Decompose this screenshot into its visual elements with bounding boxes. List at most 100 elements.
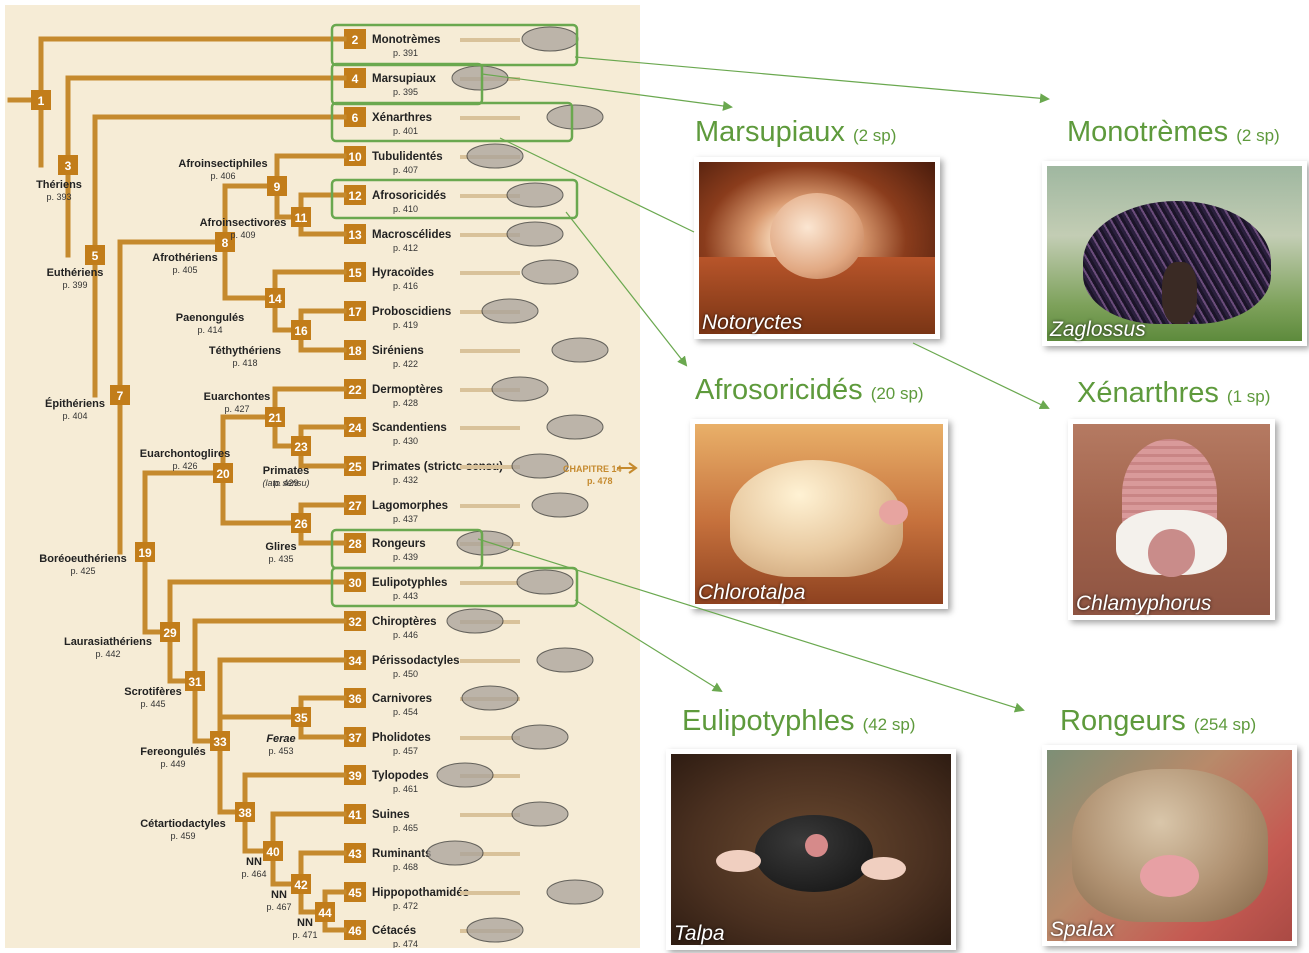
taxon-bar — [460, 813, 520, 817]
node-number: 26 — [294, 517, 308, 531]
taxon-page: p. 407 — [393, 165, 418, 175]
animal-illustration-icon — [437, 763, 493, 787]
taxon-name: Lagomorphes — [372, 500, 448, 512]
taxon-bar — [460, 581, 520, 585]
animal-illustration-icon — [552, 338, 608, 362]
photo-card-zaglossus: Zaglossus — [1042, 161, 1307, 346]
genus-caption: Notoryctes — [702, 311, 802, 335]
group-title-marsupiaux: Marsupiaux (2 sp) — [695, 116, 896, 149]
group-title-xenarthres: Xénarthres (1 sp) — [1077, 377, 1270, 410]
species-count: (254 sp) — [1194, 715, 1256, 734]
taxon-page: p. 395 — [393, 87, 418, 97]
taxon-number: 46 — [348, 924, 362, 938]
taxon-name: Tubulidentés — [372, 151, 443, 163]
photo-notoryctes — [699, 162, 935, 334]
animal-illustration-icon — [532, 493, 588, 517]
clade-page: p. 435 — [268, 554, 293, 564]
taxon-name: Eulipotyphles — [372, 577, 447, 589]
taxon-page: p. 439 — [393, 552, 418, 562]
taxon-number: 39 — [348, 769, 362, 783]
taxon-page: p. 474 — [393, 939, 418, 948]
group-title-rongeurs: Rongeurs (254 sp) — [1060, 705, 1256, 738]
group-title-eulipotyphles: Eulipotyphles (42 sp) — [682, 705, 915, 738]
genus-caption: Talpa — [674, 922, 725, 946]
animal-illustration-icon — [547, 880, 603, 904]
species-count: (20 sp) — [871, 384, 924, 403]
group-name: Eulipotyphles — [682, 705, 855, 737]
taxon-name: Hyracoïdes — [372, 267, 434, 279]
taxon-number: 36 — [348, 692, 362, 706]
group-name: Monotrèmes — [1067, 116, 1228, 148]
clade-page: p. 418 — [232, 358, 257, 368]
clade-name: Primates — [263, 465, 309, 477]
taxon-page: p. 450 — [393, 669, 418, 679]
clade-name: NN — [297, 917, 313, 929]
group-title-monotremes: Monotrèmes (2 sp) — [1067, 116, 1280, 149]
taxon-bar — [460, 736, 520, 740]
taxon-page: p. 457 — [393, 746, 418, 756]
taxon-page: p. 419 — [393, 320, 418, 330]
node-number: 35 — [294, 711, 308, 725]
taxon-page: p. 443 — [393, 591, 418, 601]
clade-page: p. 425 — [70, 566, 95, 576]
taxon-bar — [460, 659, 520, 663]
clade-name: Épithériens — [45, 397, 105, 410]
clade-name: Cétartiodactyles — [140, 818, 226, 830]
clade-name: Euarchontoglires — [140, 448, 230, 460]
animal-illustration-icon — [537, 648, 593, 672]
animal-illustration-icon — [512, 725, 568, 749]
clade-name: Thériens — [36, 179, 82, 191]
taxon-number: 10 — [348, 150, 362, 164]
taxon-number: 15 — [348, 266, 362, 280]
taxon-page: p. 454 — [393, 707, 418, 717]
clade-page: p. 445 — [140, 699, 165, 709]
photo-card-talpa: Talpa — [666, 749, 956, 950]
taxon-page: p. 472 — [393, 901, 418, 911]
taxon-bar — [460, 116, 520, 120]
taxon-name: Dermoptères — [372, 384, 443, 396]
clade-page: p. 459 — [170, 831, 195, 841]
taxon-page: p. 446 — [393, 630, 418, 640]
taxon-number: 32 — [348, 615, 362, 629]
animal-illustration-icon — [522, 260, 578, 284]
taxon-number: 34 — [348, 654, 362, 668]
connector-arrow — [575, 57, 1048, 99]
taxon-number: 6 — [352, 111, 359, 125]
taxon-number: 27 — [348, 499, 362, 513]
animal-illustration-icon — [462, 686, 518, 710]
phylogenetic-tree: 2Monotrèmesp. 3914Marsupiauxp. 3956Xénar… — [5, 5, 640, 948]
animal-illustration-icon — [517, 570, 573, 594]
animal-illustration-icon — [512, 454, 568, 478]
group-name: Xénarthres — [1077, 377, 1219, 409]
clade-name: Afroinsectivores — [200, 217, 287, 229]
taxon-name: Proboscidiens — [372, 306, 451, 318]
node-number: 33 — [213, 735, 227, 749]
clade-page: p. 442 — [95, 649, 120, 659]
connector-arrow — [913, 343, 1048, 408]
taxon-name: Monotrèmes — [372, 34, 440, 46]
animal-illustration-icon — [492, 377, 548, 401]
clade-page: p. 393 — [46, 192, 71, 202]
clade-page: p. 414 — [197, 325, 222, 335]
highlight-box — [332, 103, 572, 141]
node-number: 7 — [117, 389, 124, 403]
node-number: 3 — [65, 159, 72, 173]
genus-caption: Zaglossus — [1050, 318, 1146, 342]
taxon-bar — [460, 271, 520, 275]
clade-page: p. 471 — [292, 930, 317, 940]
taxon-number: 41 — [348, 808, 362, 822]
animal-illustration-icon — [427, 841, 483, 865]
clade-page: p. 399 — [62, 280, 87, 290]
taxon-name: Hippopothamidés — [372, 887, 469, 899]
chapter-page: p. 478 — [587, 476, 613, 486]
taxon-page: p. 401 — [393, 126, 418, 136]
taxon-number: 28 — [348, 537, 362, 551]
species-count: (2 sp) — [1236, 126, 1279, 145]
animal-illustration-icon — [547, 415, 603, 439]
taxon-number: 37 — [348, 731, 362, 745]
clade-page: p. 426 — [172, 461, 197, 471]
photo-card-chlamyphorus: Chlamyphorus — [1068, 419, 1275, 620]
clade-name: Afrothériens — [152, 252, 217, 264]
node-number: 20 — [216, 467, 230, 481]
taxon-page: p. 416 — [393, 281, 418, 291]
